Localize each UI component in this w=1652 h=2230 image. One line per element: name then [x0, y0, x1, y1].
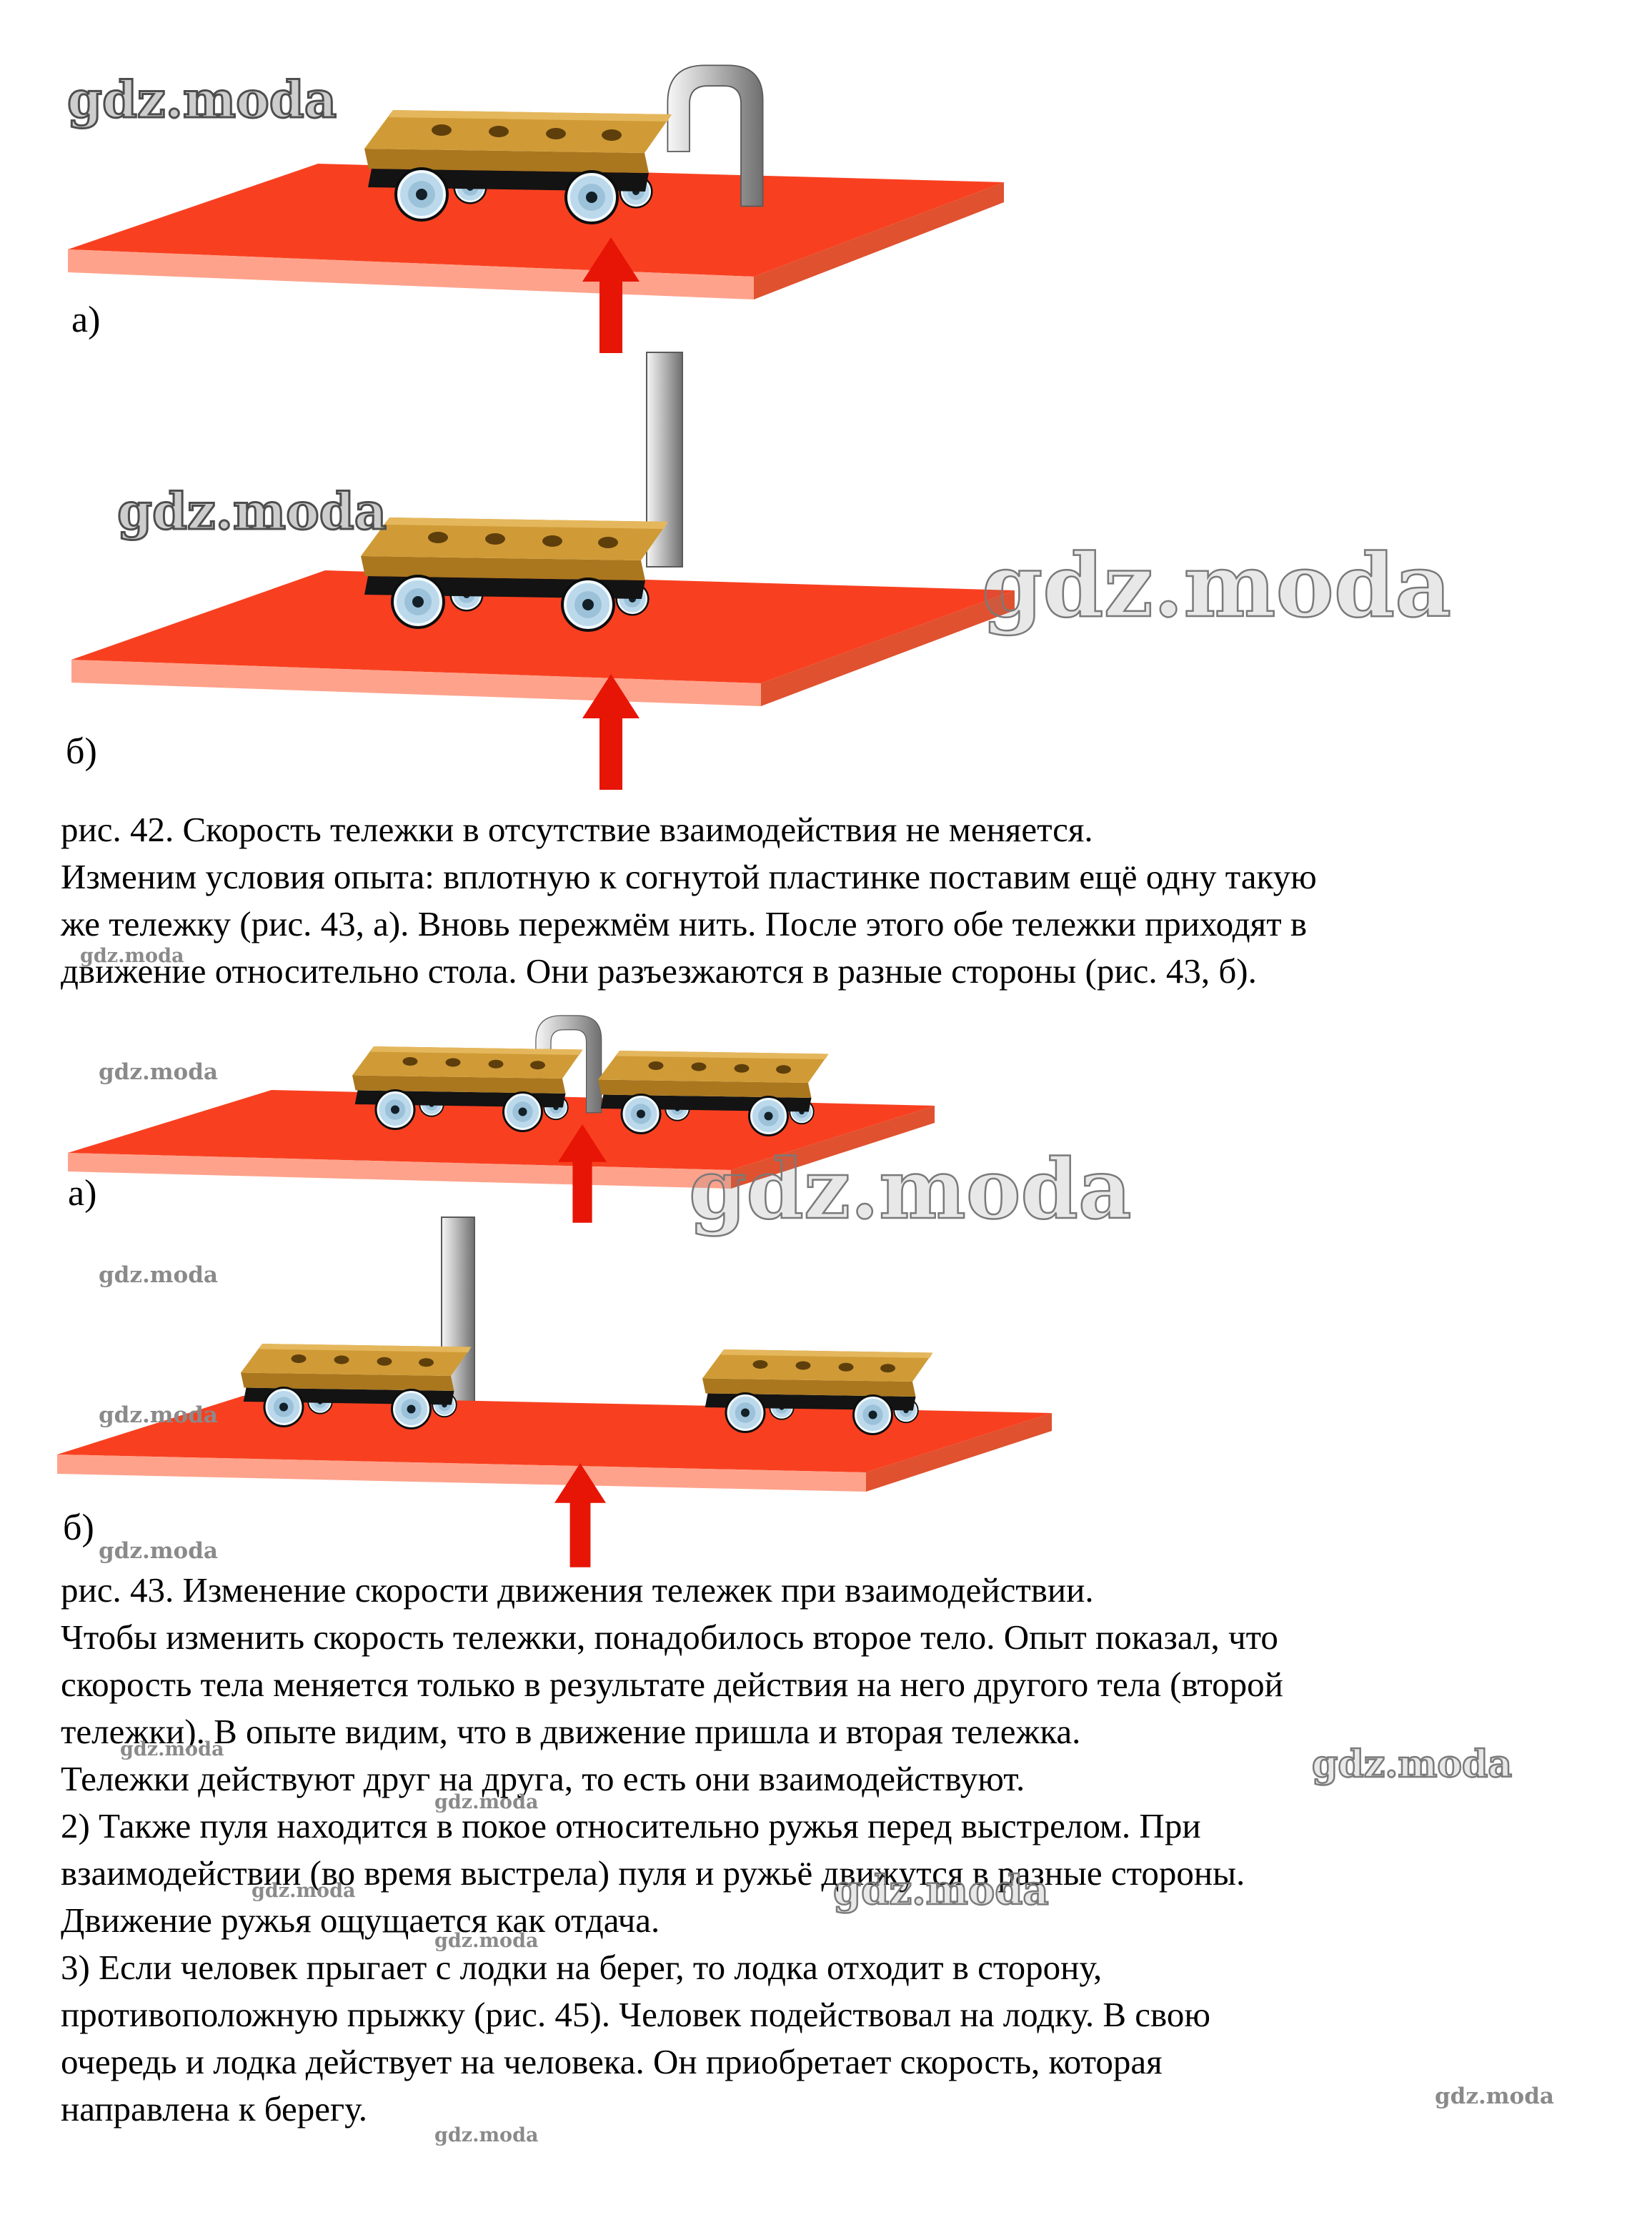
table-front-edge — [71, 660, 761, 706]
watermark-text: gdz.moda — [1312, 1743, 1512, 1786]
text-line: направлена к берегу. — [61, 2089, 367, 2129]
table-top — [57, 1396, 1052, 1472]
text-line: Движение ружья ощущается как отдача. — [61, 1901, 660, 1940]
figure-42b-illustration — [71, 352, 1015, 790]
table-side — [866, 1413, 1052, 1492]
table-front-edge — [57, 1455, 866, 1492]
text-line: 2) Также пуля находится в покое относите… — [61, 1806, 1201, 1845]
paragraph-block-2: рис. 43. Изменение скорости движения тел… — [61, 1567, 1283, 2133]
text-line: Чтобы изменить скорость тележки, понадоб… — [61, 1617, 1278, 1657]
text-line: скорость тела меняется только в результа… — [61, 1665, 1283, 1704]
text-line: Изменим условия опыта: вплотную к согнут… — [61, 857, 1317, 896]
table-top — [71, 570, 1015, 683]
text-line: противоположную прыжку (рис. 45). Челове… — [61, 1995, 1210, 2034]
table-top — [68, 164, 1004, 277]
text-line: движение относительно стола. Они разъезж… — [61, 951, 1257, 991]
figure-42a-label: а) — [71, 299, 101, 340]
figure-42b-label: б) — [66, 731, 97, 772]
figure-43b-illustration — [57, 1216, 1052, 1567]
figure-42a-illustration — [68, 64, 1004, 353]
figure-43b-label: б) — [63, 1507, 94, 1548]
text-line: Тележки действуют друг на друга, то есть… — [61, 1759, 1025, 1798]
text-line: 3) Если человек прыгает с лодки на берег… — [61, 1948, 1103, 1987]
watermark: gdz.moda — [1311, 1742, 1513, 1788]
text-line: взаимодействии (во время выстрела) пуля … — [61, 1853, 1245, 1893]
table-front-edge — [68, 1153, 731, 1189]
text-line: очередь и лодка действует на человека. О… — [61, 2042, 1163, 2081]
paragraph-block-1: рис. 42. Скорость тележки в отсутствие в… — [61, 806, 1317, 995]
figure-43-caption: рис. 43. Изменение скорости движения тел… — [61, 1570, 1094, 1610]
figure-43a-illustration — [68, 1015, 935, 1223]
text-line: же тележку (рис. 43, а). Вновь пережмём … — [61, 904, 1308, 943]
table-front-edge — [68, 249, 754, 299]
table-side — [731, 1106, 935, 1189]
table-side — [754, 182, 1004, 299]
figure-42-caption: рис. 42. Скорость тележки в отсутствие в… — [61, 810, 1093, 849]
watermark: gdz.moda — [1435, 2083, 1554, 2109]
text-line: тележки). В опыте видим, что в движение … — [61, 1712, 1081, 1751]
figure-43a-label: а) — [68, 1173, 97, 1214]
table-side — [761, 590, 1015, 706]
